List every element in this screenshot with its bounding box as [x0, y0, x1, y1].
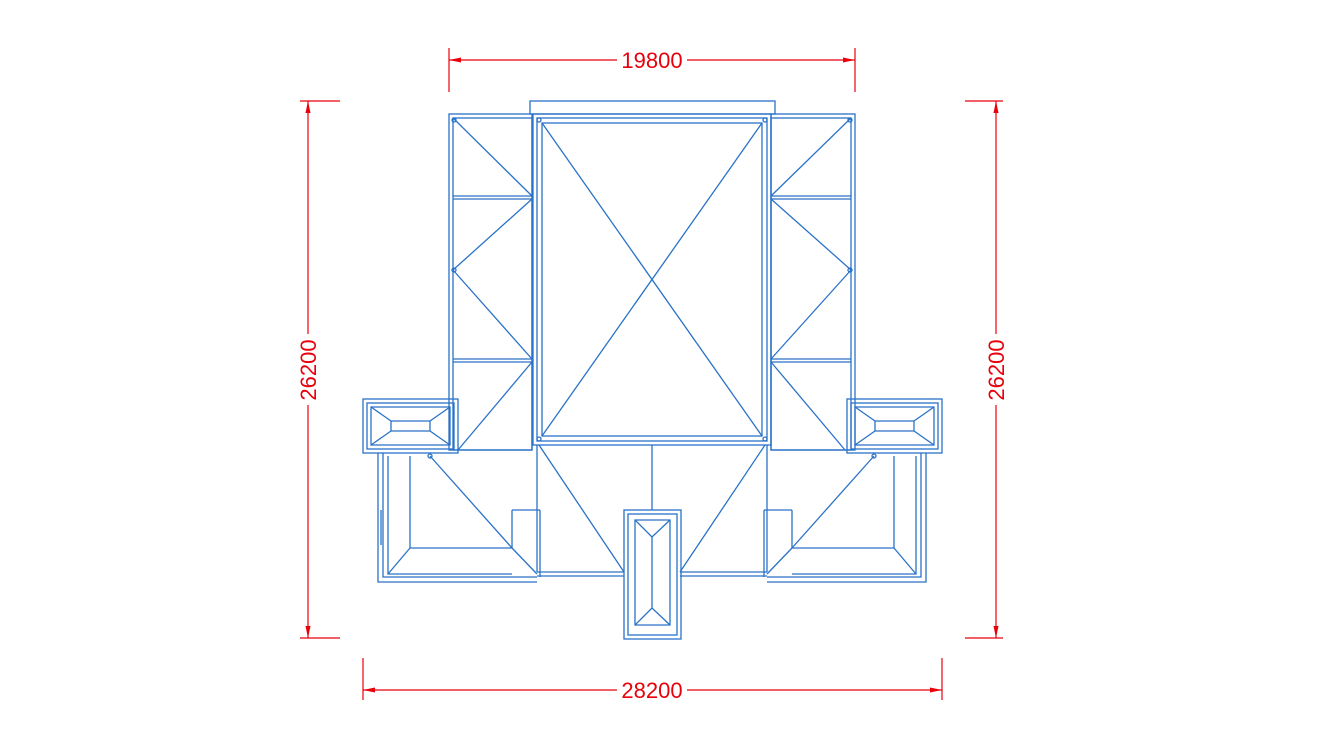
bottom-dimension: 28200: [362, 658, 943, 703]
right-dormer: [846, 398, 943, 454]
left-dormer: [362, 398, 459, 454]
right-dimension-label: 26200: [984, 339, 1009, 400]
left-lower-block: [377, 453, 541, 583]
main-roof: [529, 100, 776, 446]
right-wing: [770, 113, 856, 451]
top-dimension-label: 19800: [621, 48, 682, 73]
left-dimension: 26200: [296, 100, 340, 639]
top-dimension: 19800: [448, 48, 856, 92]
lower-centre: [536, 444, 768, 577]
dimension-lines: 19800 28200 26200: [296, 48, 1009, 703]
bottom-dimension-label: 28200: [621, 678, 682, 703]
front-porch: [623, 509, 682, 640]
right-lower-block: [763, 453, 927, 583]
right-dimension: 26200: [965, 100, 1009, 639]
roof-plan: [362, 100, 943, 640]
left-dimension-label: 26200: [296, 339, 321, 400]
left-wing: [448, 113, 533, 451]
